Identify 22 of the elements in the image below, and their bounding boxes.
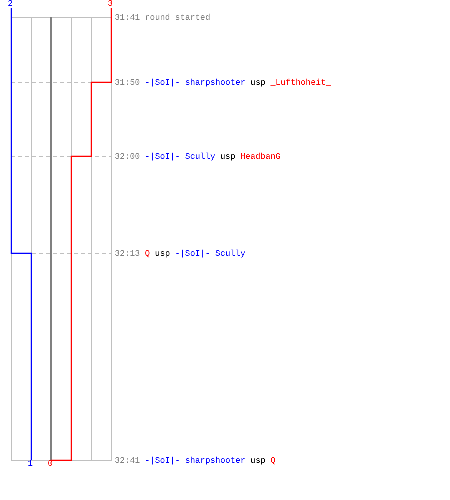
player-name: -|SoI|- sharpshooter (145, 78, 246, 88)
event-text: round started (145, 13, 210, 23)
time-label: 31:50 (115, 78, 140, 88)
player-name: -|SoI|- Scully (175, 249, 246, 259)
weapon-name: usp (155, 249, 170, 259)
count-label: 2 (8, 0, 14, 9)
count-label: 1 (28, 459, 34, 469)
count-label: 0 (48, 459, 54, 469)
player-name: -|SoI|- sharpshooter (145, 456, 246, 466)
player-name: Q (145, 249, 150, 259)
time-label: 31:41 (115, 13, 140, 23)
time-label: 32:00 (115, 152, 140, 162)
player-name: _Lufthoheit_ (270, 78, 332, 88)
weapon-name: usp (220, 152, 236, 162)
weapon-name: usp (250, 456, 266, 466)
player-name: Q (270, 456, 276, 466)
weapon-name: usp (250, 78, 266, 88)
player-name: -|SoI|- Scully (145, 152, 216, 162)
player-name: HeadbanG (240, 152, 281, 162)
count-label: 3 (108, 0, 114, 9)
time-label: 32:41 (115, 456, 140, 466)
time-label: 32:13 (115, 249, 140, 259)
